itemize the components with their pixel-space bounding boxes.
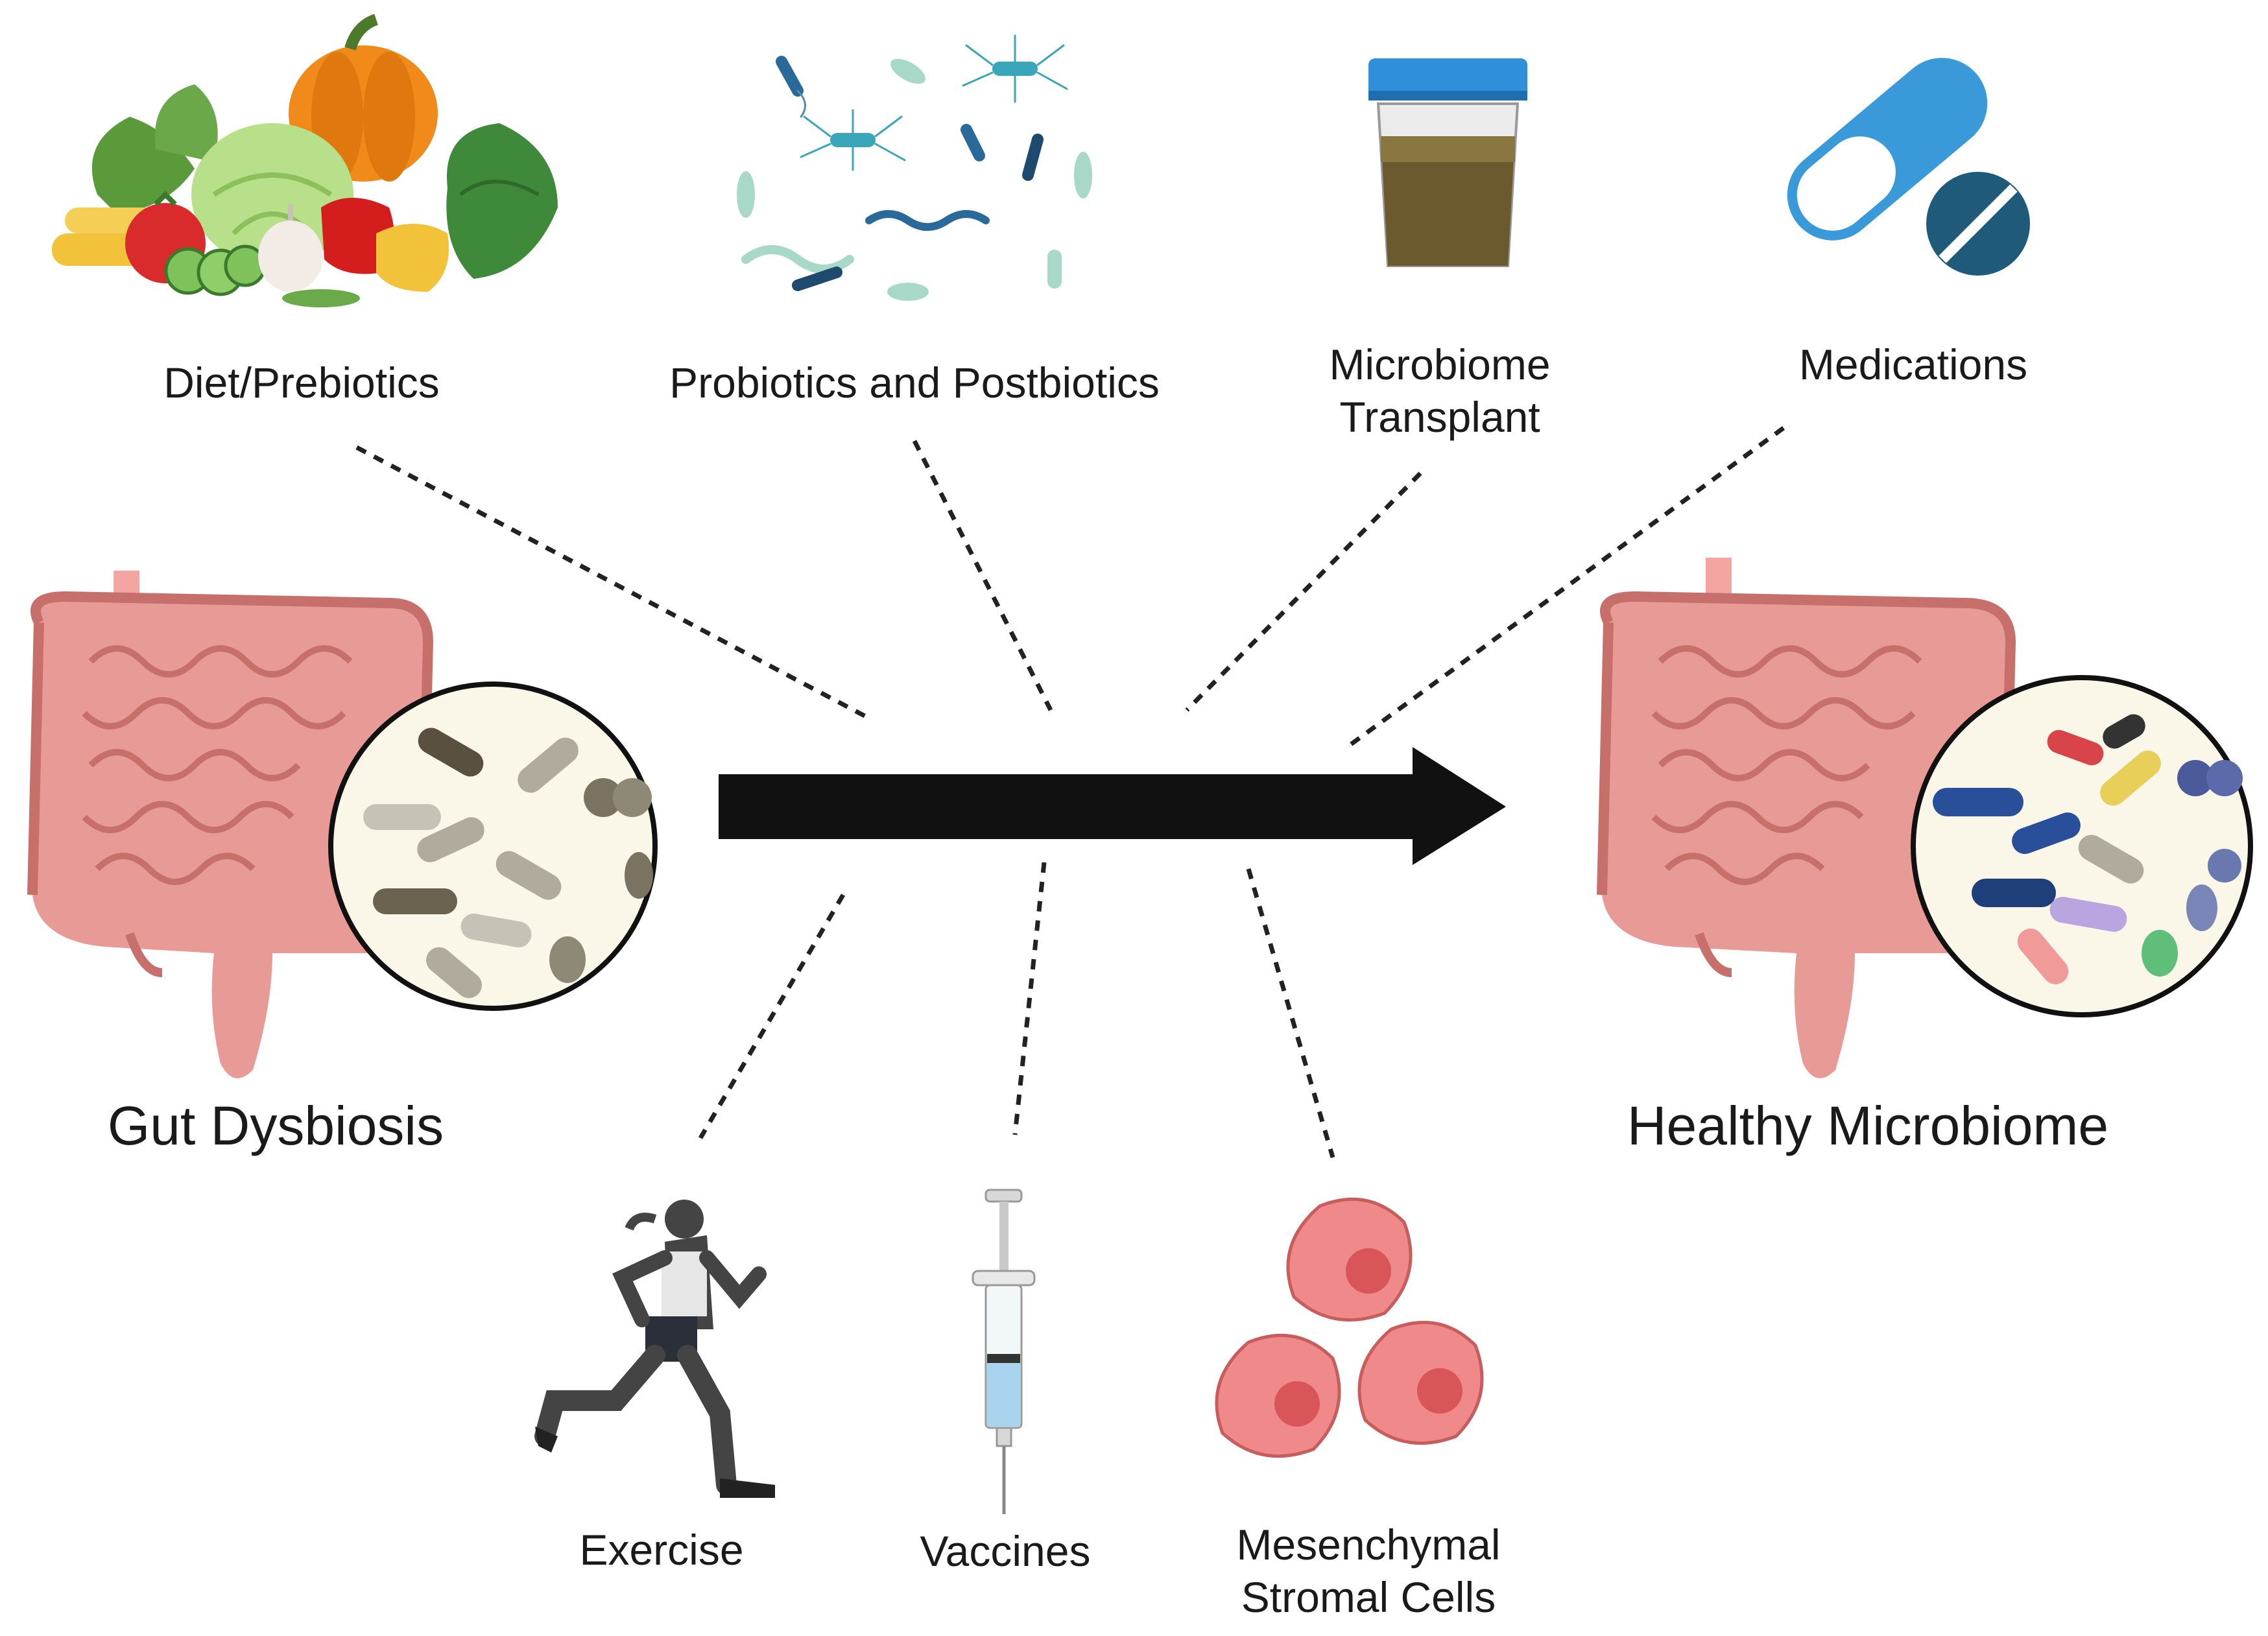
intestine-icon (1597, 558, 2016, 1078)
label-msc: Mesenchymal Stromal Cells (1236, 1521, 1501, 1621)
label-probiotics: Probiotics and Postbiotics (669, 359, 1160, 407)
connector-exercise (698, 894, 846, 1139)
connector-lines (355, 426, 1785, 1158)
label-vaccines: Vaccines (920, 1527, 1091, 1575)
bacteria-icon (737, 34, 1092, 301)
stromal-cells-icon (1215, 1197, 1484, 1458)
runner-icon (534, 1200, 775, 1498)
label-medications: Medications (1798, 340, 2028, 388)
connector-probiotics (912, 440, 1053, 711)
stool-sample-jar-icon (1368, 58, 1527, 267)
label-gut-dysbiosis: Gut Dysbiosis (107, 1095, 444, 1156)
label-transplant: Microbiome Transplant (1329, 340, 1551, 441)
magnified-bacteria-icon (328, 682, 658, 1011)
capsule-pill-icon (1787, 58, 2030, 276)
syringe-icon (972, 1189, 1036, 1514)
connector-vaccines (1012, 862, 1047, 1135)
connector-msc (1246, 868, 1335, 1158)
connector-diet (355, 445, 867, 719)
label-diet: Diet/Prebiotics (163, 359, 440, 407)
vegetables-icon (52, 14, 558, 307)
intestine-icon (27, 571, 434, 1078)
label-healthy-microbiome: Healthy Microbiome (1627, 1095, 2109, 1156)
magnified-bacteria-icon (1911, 675, 2253, 1017)
label-exercise: Exercise (579, 1526, 744, 1574)
arrow-icon (719, 747, 1506, 865)
connector-medications (1347, 426, 1785, 748)
connector-transplant (1185, 471, 1422, 712)
